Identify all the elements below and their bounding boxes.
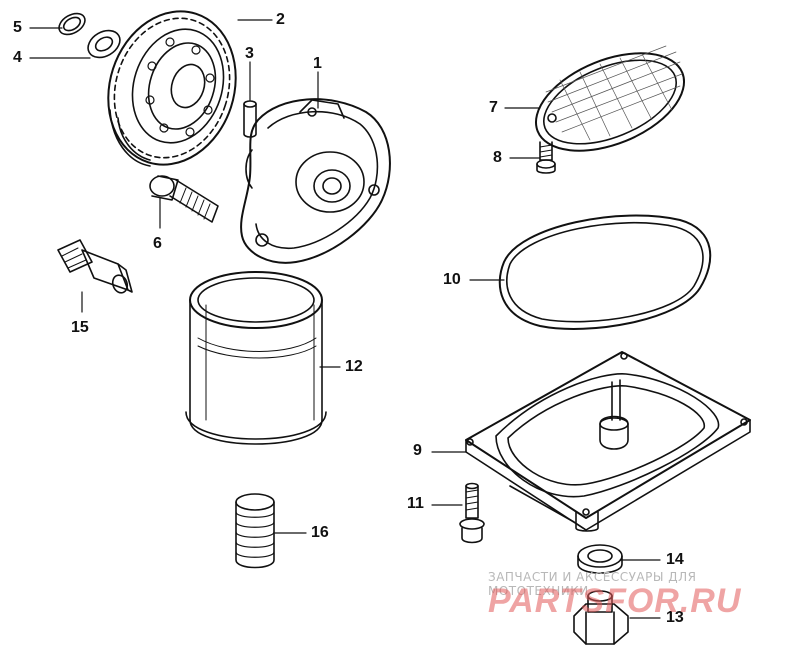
part-1-oil-pump [240,98,391,264]
callout-2: 2 [276,11,285,28]
part-6-bolt [149,175,219,223]
part-5-circlip [58,12,86,36]
watermark-logo: PARTSFOR.RU [488,582,742,620]
part-8-screw [536,141,556,174]
part-4-washer [87,29,121,59]
part-16-strainer [235,493,275,569]
callout-5: 5 [13,19,22,36]
part-15-pressure-switch [57,239,133,294]
part-2-pump-gear [107,10,237,167]
watermark-tagline: ЗАПЧАСТИ И АКСЕССУАРЫ ДЛЯ МОТОТЕХНИКИ [488,570,697,598]
callout-6: 6 [153,235,162,252]
callout-8: 8 [493,149,502,166]
leader-lines [29,19,661,619]
part-13-drain-plug [573,590,629,645]
callout-11: 11 [407,495,424,512]
callout-14: 14 [666,551,684,568]
callout-9: 9 [413,442,422,459]
part-11-bolt [459,482,485,544]
callout-10: 10 [443,271,461,288]
part-9-oil-pan [465,351,751,532]
callout-15: 15 [71,319,89,336]
callout-7: 7 [489,99,498,116]
part-10-gasket [498,214,712,330]
callout-1: 1 [313,55,322,72]
part-12-oil-filter [185,271,327,445]
callout-3: 3 [245,45,254,62]
callout-12: 12 [345,358,363,375]
part-3-dowel-pin [243,100,257,138]
callout-4: 4 [13,49,22,66]
callout-13: 13 [666,609,684,626]
callout-16: 16 [311,524,329,541]
part-7-oil-strainer [534,45,686,152]
part-14-washer [577,544,623,574]
